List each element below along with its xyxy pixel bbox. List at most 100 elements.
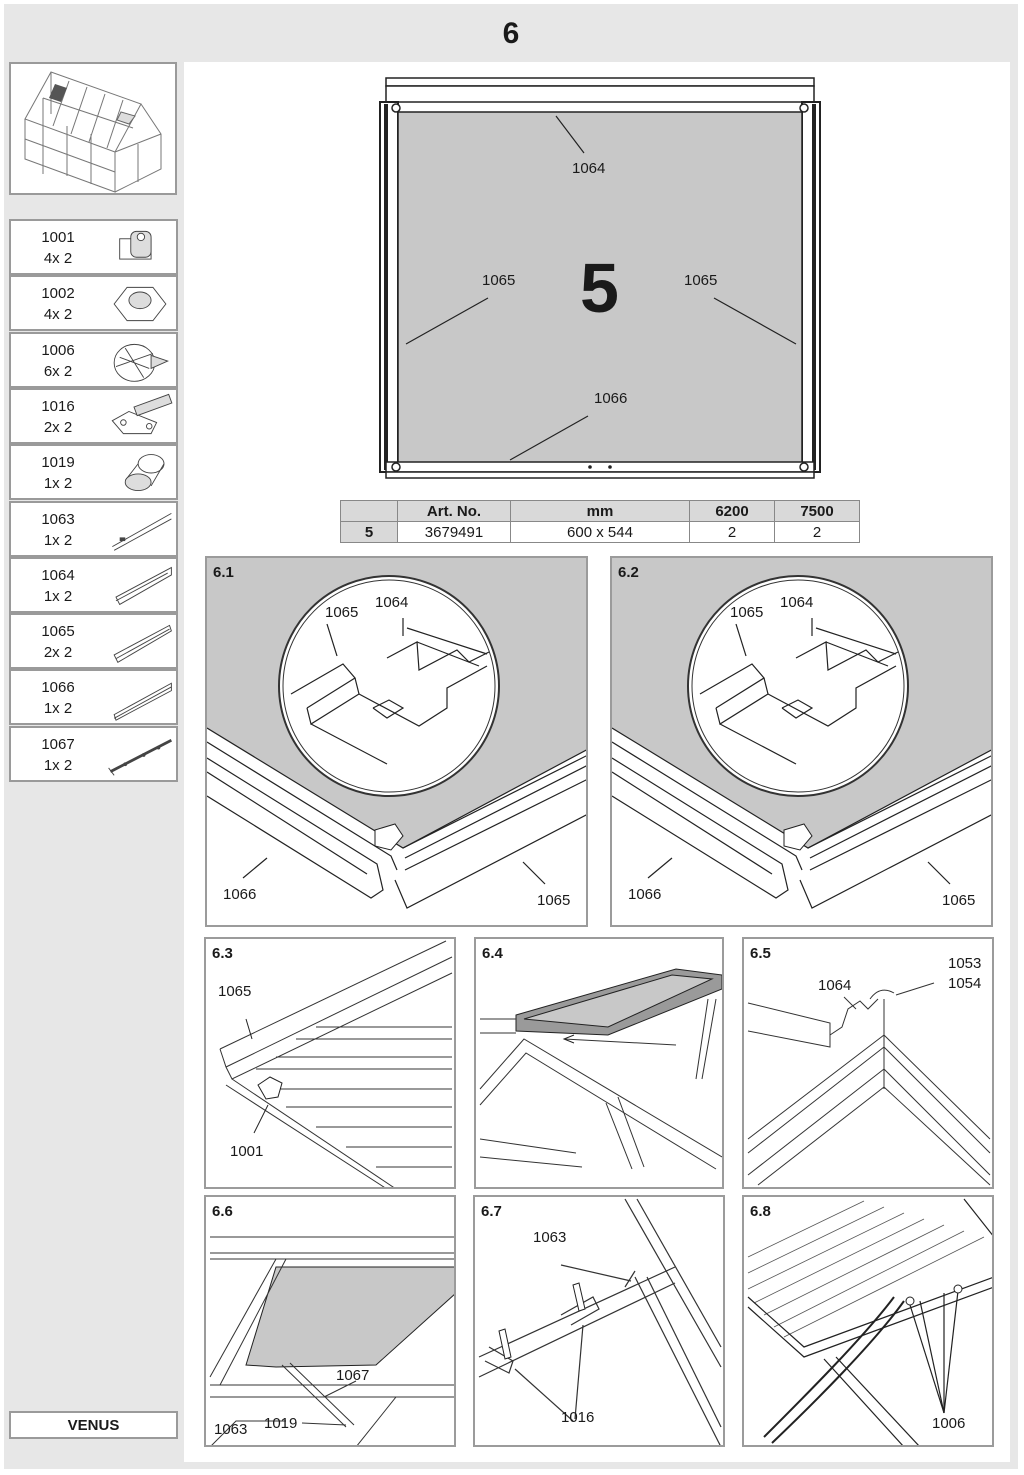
table-header: Art. No. <box>397 500 511 522</box>
detail-title: 6.2 <box>618 564 639 581</box>
part-quantity: 1x 2 <box>43 475 73 493</box>
detail-6-6: 6.6 1067 1063 1019 <box>204 1195 456 1447</box>
table-header: 7500 <box>774 500 860 522</box>
detail-6-1: 6.1 1065 1064 1066 1065 <box>205 556 588 927</box>
table-cell: 2 <box>774 521 860 543</box>
part-number: 1065 <box>41 623 75 641</box>
label-1066: 1066 <box>628 886 662 903</box>
square-nut-icon <box>105 224 175 272</box>
part-row-1002: 1002 4x 2 <box>9 275 178 332</box>
detail-6-2: 6.2 1065 1064 1066 1065 <box>610 556 993 927</box>
top-profile-icon <box>105 562 175 610</box>
part-row-1016: 1016 2x 2 <box>9 387 178 444</box>
spec-table: Art. No. mm 6200 7500 5 3679491 600 x 54… <box>340 500 860 543</box>
model-label: VENUS <box>9 1411 178 1439</box>
label-1065: 1065 <box>218 983 252 1000</box>
rubber-cap-icon <box>105 337 175 385</box>
label-1065: 1065 <box>942 892 976 909</box>
part-row-1064: 1064 1x 2 <box>9 556 178 613</box>
label-1065: 1065 <box>537 892 571 909</box>
detail-title: 6.6 <box>212 1203 233 1220</box>
part-row-1019: 1019 1x 2 <box>9 444 178 501</box>
window-frame-diagram: 1064 1065 1065 1066 5 <box>376 76 824 488</box>
step-number: 6 <box>502 17 520 50</box>
window-stay-icon <box>105 731 175 779</box>
detail-title: 6.7 <box>481 1203 502 1220</box>
part-quantity: 1x 2 <box>43 756 73 774</box>
greenhouse-overview <box>9 62 177 195</box>
label-1066: 1066 <box>223 886 257 903</box>
label-1054: 1054 <box>948 975 982 992</box>
detail-title: 6.1 <box>213 564 234 581</box>
part-number: 1006 <box>41 341 75 359</box>
label-1001: 1001 <box>230 1143 264 1160</box>
table-header <box>340 500 398 522</box>
part-quantity: 6x 2 <box>43 362 73 380</box>
part-number: 1019 <box>41 454 75 472</box>
part-row-1067: 1067 1x 2 <box>9 725 178 782</box>
panel-number: 5 <box>580 249 619 327</box>
part-label: 1006 6x 2 <box>19 340 97 382</box>
part-label: 1063 1x 2 <box>19 509 97 551</box>
label-1064: 1064 <box>780 594 814 611</box>
label-1064: 1064 <box>572 160 606 177</box>
label-1053: 1053 <box>948 955 982 972</box>
detail-title: 6.5 <box>750 945 771 962</box>
label-1065: 1065 <box>325 604 359 621</box>
part-number: 1016 <box>41 397 75 415</box>
detail-6-3: 6.3 1065 1001 <box>204 937 456 1189</box>
detail-title: 6.3 <box>212 945 233 962</box>
bottom-profile-icon <box>105 674 175 722</box>
detail-6-5: 6.5 1064 1053 1054 <box>742 937 994 1189</box>
side-profile-icon <box>105 618 175 666</box>
label-1067: 1067 <box>336 1367 370 1384</box>
label-1064: 1064 <box>818 977 852 994</box>
greenhouse-icon <box>24 71 162 193</box>
part-label: 1064 1x 2 <box>19 565 97 607</box>
part-quantity: 2x 2 <box>43 418 73 436</box>
hex-nut-icon <box>105 280 175 328</box>
part-label: 1002 4x 2 <box>19 283 97 325</box>
part-quantity: 1x 2 <box>43 531 73 549</box>
part-number: 1064 <box>41 566 75 584</box>
table-cell: 3679491 <box>397 521 511 543</box>
table-header-row: Art. No. mm 6200 7500 <box>340 500 860 522</box>
label-1019: 1019 <box>264 1415 298 1432</box>
table-cell: 2 <box>689 521 775 543</box>
table-cell: 5 <box>340 521 398 543</box>
part-row-1063: 1063 1x 2 <box>9 500 178 557</box>
part-number: 1002 <box>41 285 75 303</box>
part-quantity: 1x 2 <box>43 700 73 718</box>
label-1016: 1016 <box>561 1409 595 1426</box>
part-label: 1016 2x 2 <box>19 396 97 438</box>
detail-title: 6.4 <box>482 945 503 962</box>
label-1066: 1066 <box>594 390 628 407</box>
part-label: 1067 1x 2 <box>19 734 97 776</box>
part-number: 1067 <box>41 735 75 753</box>
table-cell: 600 x 544 <box>510 521 690 543</box>
table-header: 6200 <box>689 500 775 522</box>
hinge-bracket-icon <box>105 393 175 441</box>
detail-6-7: 6.7 1063 1016 <box>473 1195 725 1447</box>
detail-title: 6.8 <box>750 1203 771 1220</box>
label-1006: 1006 <box>932 1415 966 1432</box>
part-number: 1063 <box>41 510 75 528</box>
part-quantity: 4x 2 <box>43 250 73 267</box>
part-quantity: 1x 2 <box>43 587 73 605</box>
label-1065-left: 1065 <box>482 272 516 289</box>
detail-6-8: 6.8 1006 <box>742 1195 994 1447</box>
label-1065-right: 1065 <box>684 272 718 289</box>
sleeve-icon <box>105 449 175 497</box>
label-1063: 1063 <box>533 1229 567 1246</box>
profile-rail-icon <box>105 506 175 554</box>
table-header: mm <box>510 500 690 522</box>
part-quantity: 4x 2 <box>43 306 73 324</box>
table-row: 5 3679491 600 x 544 2 2 <box>340 521 860 543</box>
detail-6-4: 6.4 <box>474 937 724 1189</box>
label-1065: 1065 <box>730 604 764 621</box>
